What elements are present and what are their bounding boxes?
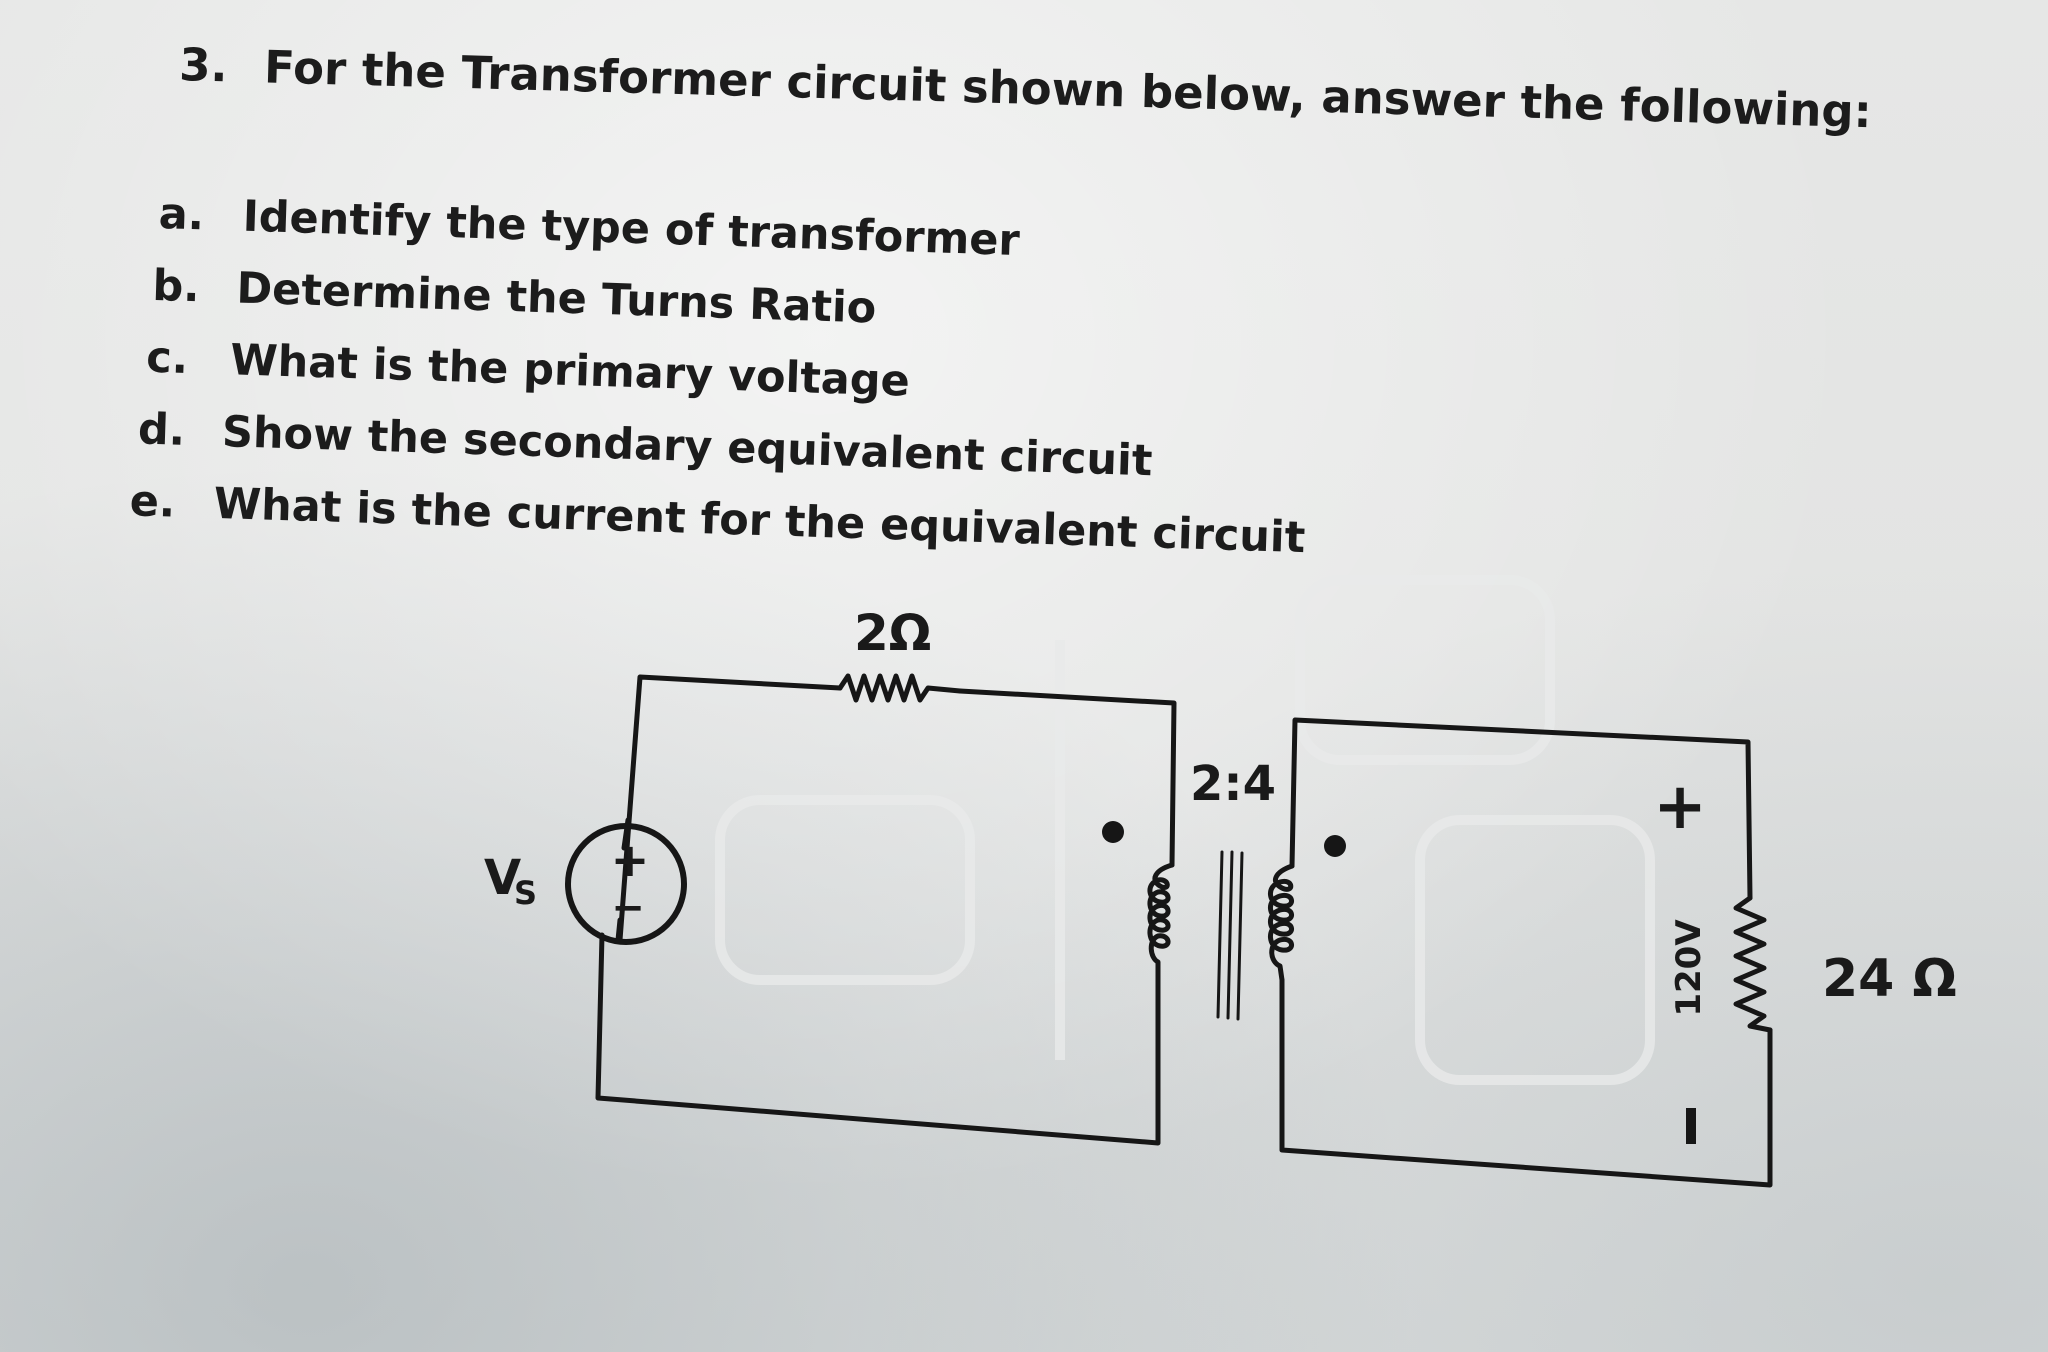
- source-plus-sign: +: [611, 833, 650, 887]
- secondary-wire-top: [1289, 717, 1753, 901]
- source-label: V: [484, 850, 521, 906]
- primary-coil: [1147, 862, 1175, 978]
- output-minus-sign: [1686, 1108, 1696, 1144]
- transformer-core-line: [1226, 850, 1234, 1020]
- primary-wire-source-bottom: [615, 917, 623, 943]
- secondary-coil: [1268, 863, 1295, 983]
- output-voltage-label: 120V: [1669, 919, 1709, 1017]
- output-plus-sign: +: [1653, 770, 1707, 844]
- load-resistor-label: 24 Ω: [1822, 949, 1957, 1009]
- primary-polarity-dot: [1102, 821, 1124, 843]
- primary-wire-top-left: [617, 674, 843, 943]
- show-through-shapes: [715, 575, 1655, 1085]
- turns-ratio-label: 2:4: [1190, 756, 1276, 812]
- series-resistor-label: 2Ω: [854, 604, 931, 662]
- source-label-subscript: S: [514, 874, 537, 912]
- primary-wire-top-right: [957, 688, 1177, 868]
- transformer-core-line: [1216, 850, 1224, 1019]
- voltage-source-circle: [565, 823, 687, 945]
- source-minus-sign: −: [611, 885, 645, 931]
- series-resistor-zigzag: [837, 673, 963, 703]
- secondary-wire-right-bottom: [1279, 977, 1773, 1188]
- load-resistor-zigzag: [1733, 895, 1773, 1033]
- transformer-core-line: [1236, 851, 1244, 1021]
- primary-wire-bottom: [595, 932, 1161, 1146]
- secondary-polarity-dot: [1324, 835, 1346, 857]
